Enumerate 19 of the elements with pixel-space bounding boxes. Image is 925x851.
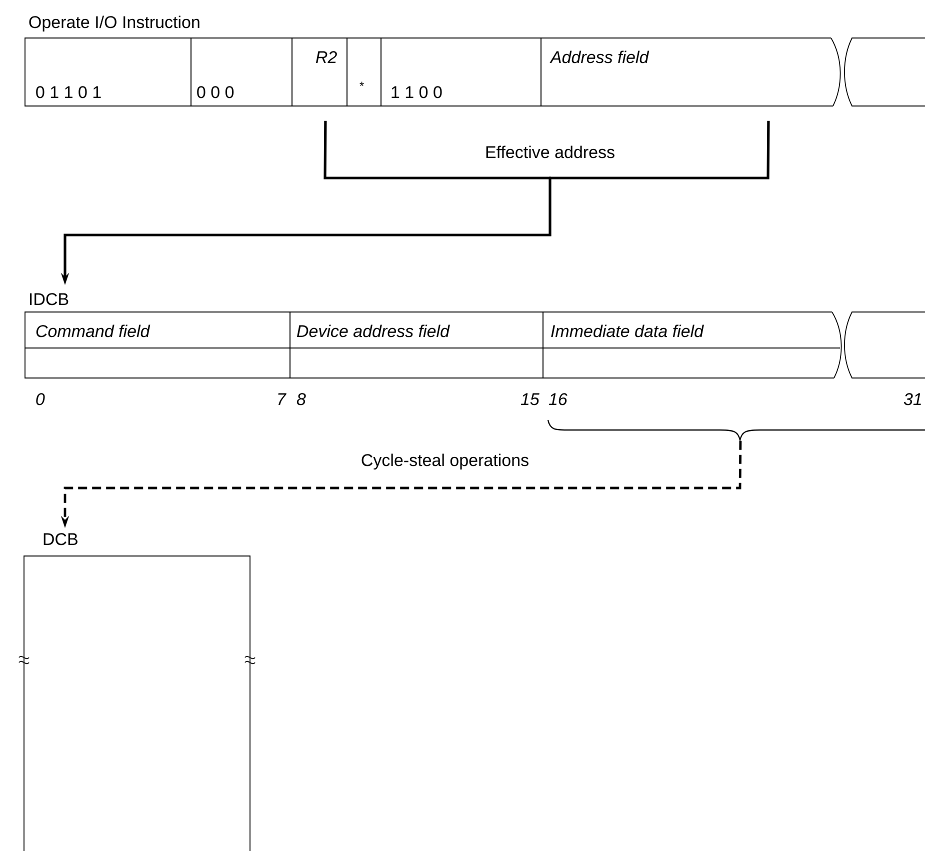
dcb-box: DCB xyxy=(18,533,256,851)
bit-number: 8 xyxy=(296,393,306,406)
bit-number: 31 xyxy=(904,393,921,406)
field-cell: Device address field xyxy=(290,312,544,378)
bit-number: 7 xyxy=(278,393,286,405)
field-cell: * xyxy=(346,38,382,106)
edge-label: Cycle-steal operations xyxy=(362,454,528,470)
field-cell: 0 1 1 0 1 xyxy=(24,38,192,106)
field-cell: Command field xyxy=(24,312,290,378)
field-cell: Immediate data field xyxy=(542,312,842,378)
bit-number: 16 xyxy=(548,393,568,406)
bracket-line xyxy=(549,120,770,180)
edge-label: Effective address xyxy=(486,146,614,158)
field-cell: Address field xyxy=(540,38,841,106)
field-cell: 0 0 0 xyxy=(190,38,292,106)
field-cell: 1 1 0 0 xyxy=(380,38,542,106)
bit-number: 15 xyxy=(520,393,540,406)
bracket-line xyxy=(324,120,551,180)
field-cell: R2 xyxy=(292,38,348,106)
